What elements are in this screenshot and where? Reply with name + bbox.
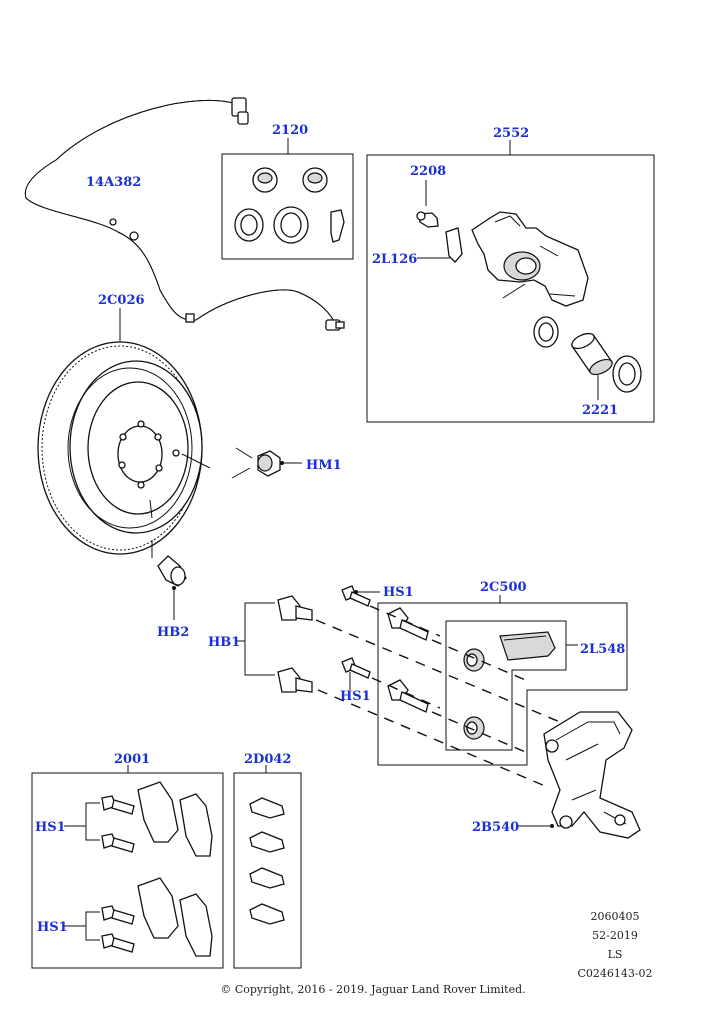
callout-2L126: 2L126	[372, 252, 417, 267]
callout-2B540: 2B540	[472, 820, 519, 835]
callout-2C026: 2C026	[98, 293, 145, 308]
ref-line-1: 2060405	[591, 910, 640, 923]
caliper-box	[366, 140, 655, 423]
reference-block: 2060405 52-2019 LS C0246143-02	[577, 910, 652, 980]
callout-14A382: 14A382	[86, 175, 141, 190]
wear-indicator-icon	[499, 631, 556, 661]
callout-HS1-mid: HS1	[340, 689, 371, 704]
brake-pad-icon	[137, 781, 213, 957]
callout-HM1: HM1	[306, 458, 342, 473]
piston-icon	[571, 332, 613, 376]
callout-2120: 2120	[272, 123, 308, 138]
piston-seal-icon	[533, 316, 559, 348]
pad-kit-box	[31, 765, 224, 969]
mounting-bolts	[236, 585, 429, 713]
bleed-screw-icon	[416, 211, 439, 228]
caliper-body-icon	[471, 211, 589, 307]
copyright: © Copyright, 2016 - 2019. Jaguar Land Ro…	[220, 983, 525, 996]
hardware-kit-box	[233, 765, 302, 969]
callout-HS1-pad-upper: HS1	[35, 820, 66, 835]
callout-2001: 2001	[114, 752, 150, 767]
hub-nut-icon	[257, 450, 302, 477]
ref-line-3: LS	[608, 948, 623, 961]
caliper-carrier-icon	[518, 711, 641, 839]
callout-HB1: HB1	[208, 635, 240, 650]
ref-line-2: 52-2019	[592, 929, 638, 942]
wear-sensor-cable	[24, 97, 345, 331]
bushing-icon	[463, 648, 485, 740]
pad-bolt-icon	[101, 795, 135, 953]
callout-2D042: 2D042	[244, 752, 291, 767]
assembly-dashes	[315, 605, 561, 787]
callouts: 14A382 2120 2552 2208 2L126 2221 2C026 H…	[35, 123, 625, 935]
boot-icon	[252, 167, 328, 193]
clip-icon	[249, 797, 285, 925]
seal-ring-icon	[234, 206, 309, 244]
kit-2120-box	[221, 138, 354, 260]
callout-2221: 2221	[582, 403, 618, 418]
callout-HS1-top: HS1	[383, 585, 414, 600]
callout-2552: 2552	[493, 126, 529, 141]
callout-HB2: HB2	[157, 625, 189, 640]
callout-2C500: 2C500	[480, 580, 527, 595]
dust-boot-icon	[612, 355, 642, 393]
callout-2L548: 2L548	[580, 642, 625, 657]
caliper-assy-box	[377, 595, 628, 766]
ref-line-4: C0246143-02	[577, 967, 652, 980]
callout-2208: 2208	[410, 164, 446, 179]
brake-disc	[37, 308, 253, 558]
callout-HS1-pad-lower: HS1	[37, 920, 68, 935]
disc-bolt-icon	[157, 555, 187, 620]
